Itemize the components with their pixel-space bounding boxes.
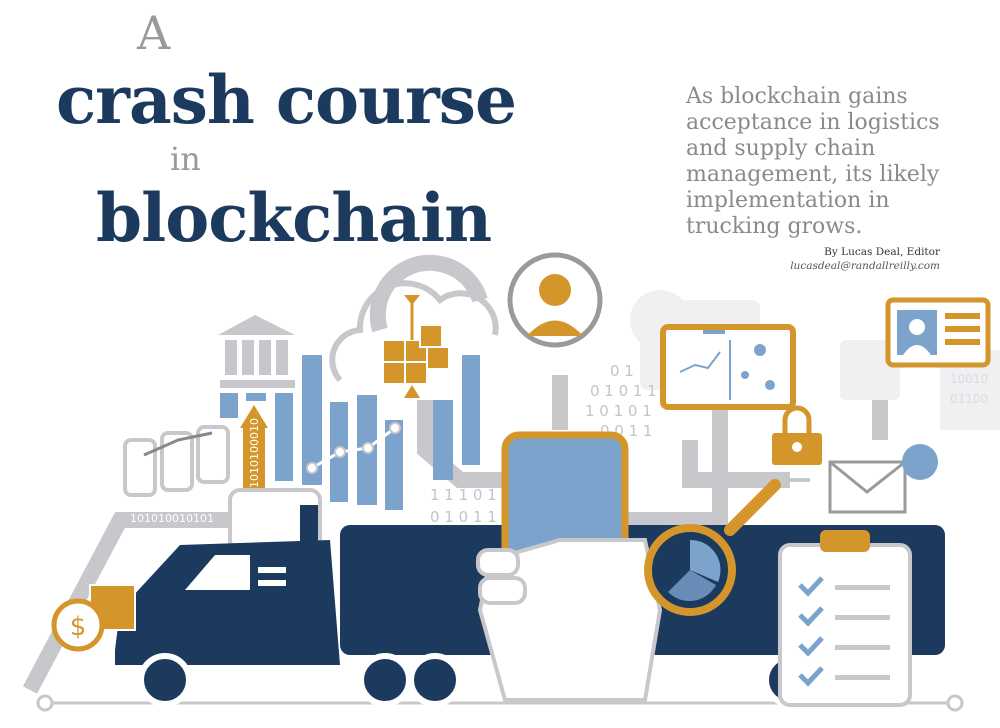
- ground-node: [946, 694, 964, 712]
- deck-line: trucking grows.: [686, 214, 863, 239]
- binary-cluster-line: 0 1: [610, 362, 634, 380]
- author-email[interactable]: lucasdeal@randallreilly.com: [790, 260, 940, 272]
- ledger-link: [143, 431, 213, 457]
- user-avatar-icon: [507, 252, 603, 348]
- truck-cab: [115, 488, 340, 665]
- byline: By Lucas Deal, Editor lucasdeal@randallr…: [790, 245, 940, 273]
- analytics-monitor-icon: [660, 324, 796, 410]
- headline-in: in: [170, 140, 201, 178]
- envelope-icon: [828, 444, 938, 514]
- id-card-icon: [885, 297, 991, 368]
- deck-line: implementation in: [686, 188, 890, 213]
- binary-faded: 10010: [950, 372, 988, 386]
- bar-chart-graphic: [220, 355, 480, 510]
- ground-node: [36, 694, 54, 712]
- up-arrow-icon: 1010100010: [240, 405, 268, 495]
- author: By Lucas Deal, Editor: [824, 246, 940, 258]
- block-arrow: [404, 385, 420, 398]
- coins-dollar-icon: $: [51, 584, 136, 652]
- binary-cluster-line: 1 1 1 0 1: [430, 486, 497, 504]
- ledger-documents-icon: [123, 425, 230, 497]
- binary-cluster-line: 0 1 0 1 1: [590, 382, 657, 400]
- binary-cluster-line: 0 1 0 1 1 0: [430, 508, 511, 526]
- binary-cluster: 0 1 0 1 0 1 1 1 0 1 0 1 0 0 1 1 1 1 1 0 …: [430, 362, 657, 526]
- binary-arrow-text: 1010100010: [248, 418, 261, 488]
- trend-line: [311, 426, 396, 470]
- deck-line: As blockchain gains: [686, 84, 908, 109]
- smartphone-in-hand-icon: [476, 431, 663, 702]
- deck-line: management, its likely: [686, 162, 940, 187]
- dollar-sign: $: [70, 612, 87, 642]
- deck-line: and supply chain: [686, 136, 876, 161]
- deck-line: acceptance in logistics: [686, 110, 940, 135]
- cloud-icon: [329, 280, 499, 383]
- trend-points: [306, 422, 401, 474]
- headline-blockchain: blockchain: [96, 179, 492, 257]
- bank-icon: [218, 315, 295, 388]
- binary-faded: 01100: [950, 392, 988, 406]
- headline-a: A: [137, 6, 171, 60]
- binary-pipe-text: 101010010101: [130, 512, 214, 525]
- headline-crash-course: crash course: [56, 61, 517, 139]
- blocks-cube-icon: [382, 324, 450, 385]
- clipboard-checklist-icon: [778, 530, 912, 707]
- binary-cluster-line: 1 0 1 0 1: [585, 402, 652, 420]
- magnifier-pie-chart-icon: [644, 479, 781, 616]
- deck-text: As blockchain gains acceptance in logist…: [686, 84, 986, 240]
- block-arrow: [404, 295, 420, 305]
- padlock-icon: [772, 405, 822, 465]
